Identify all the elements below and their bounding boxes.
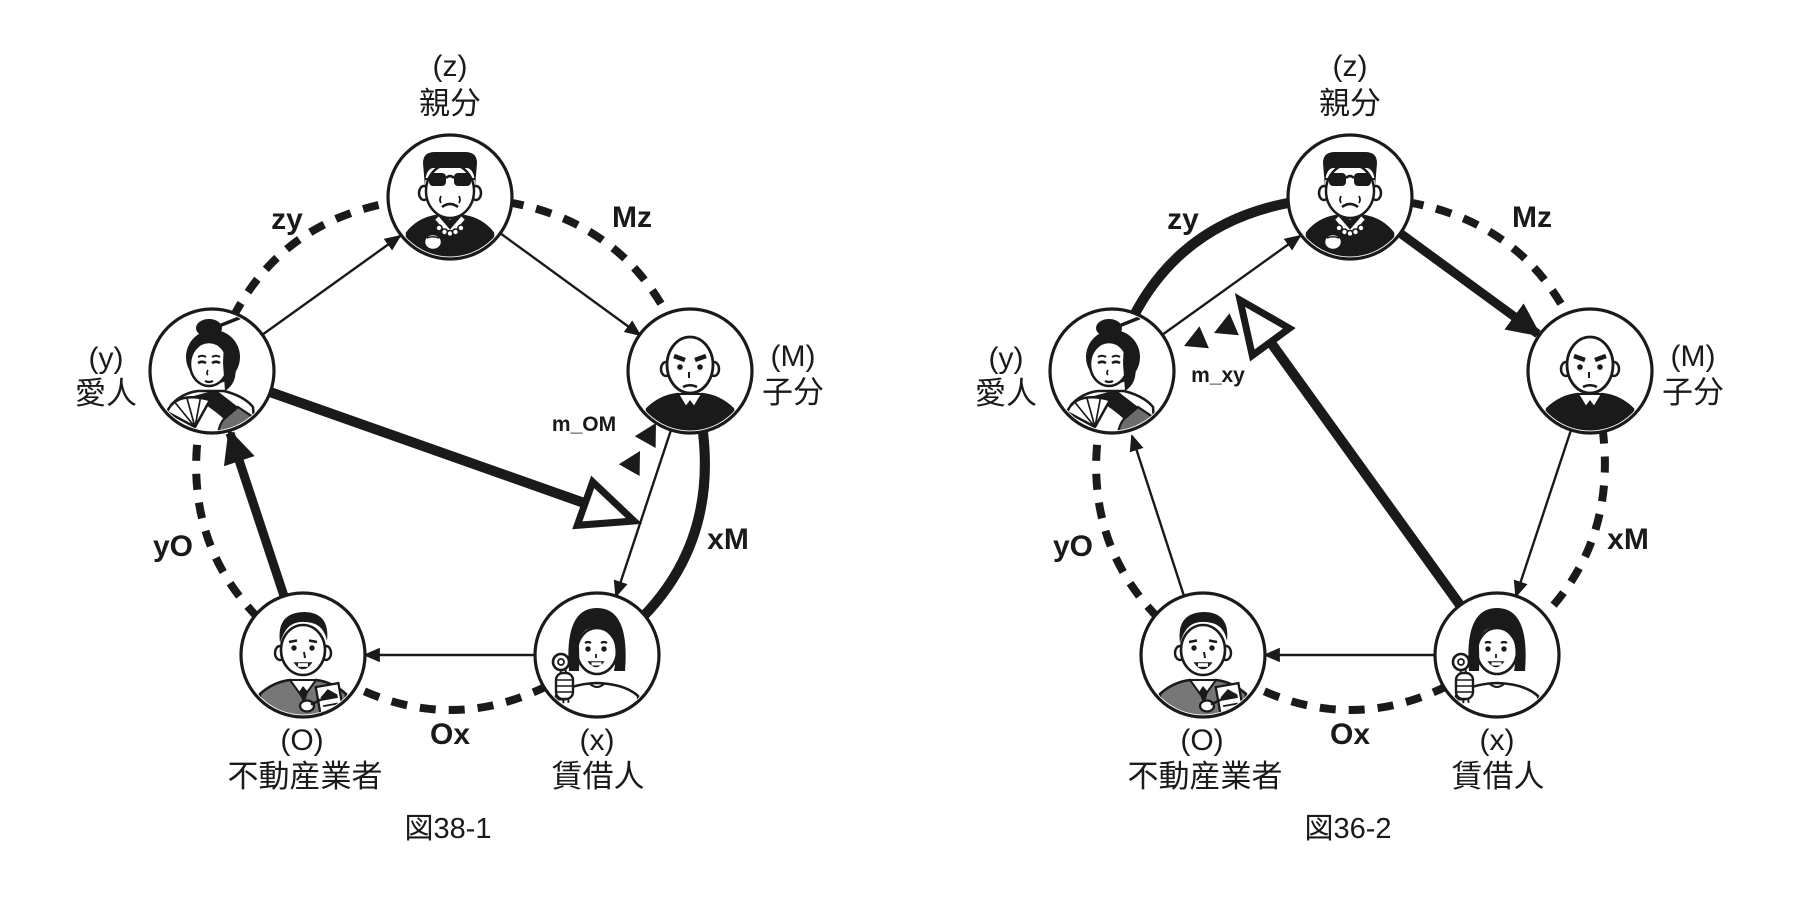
fig1-message-label: m_OM xyxy=(552,413,616,436)
fig1-node-O-code: (O) xyxy=(280,724,323,757)
fig2-node-y-code: (y) xyxy=(989,342,1024,375)
figure-1: (z) 親分 (y) 愛人 (M) 子分 (O) 不動産業者 (x) 賃借人 z… xyxy=(75,50,824,845)
fig2-node-x-code: (x) xyxy=(1480,724,1515,757)
fig2-arrow-O-to-y xyxy=(1129,434,1186,597)
fig1-node-M xyxy=(626,307,754,433)
fig1-label-Mz: Mz xyxy=(612,201,652,234)
fig1-open-arrowhead-icon xyxy=(572,475,643,530)
fig2-node-z-name: 親分 xyxy=(1319,86,1381,121)
fig2-node-z xyxy=(1286,133,1414,259)
fig1-node-O-name: 不動産業者 xyxy=(228,759,383,794)
fig1-label-Ox: Ox xyxy=(430,718,470,751)
fig1-node-O xyxy=(239,591,367,719)
fig2-open-arrow-shaft xyxy=(1264,337,1465,608)
fig1-node-y-name: 愛人 xyxy=(75,376,137,411)
fig2-arrow-M-to-x xyxy=(1513,429,1573,598)
fig2-node-M-name: 子分 xyxy=(1662,375,1724,410)
fig1-node-x-name: 賃借人 xyxy=(552,759,645,794)
figure-2: (z) 親分 (y) 愛人 (M) 子分 (O) 不動産業者 (x) 賃借人 z… xyxy=(975,50,1724,845)
fig2-message-label: m_xy xyxy=(1191,364,1245,387)
fig1-label-zy: zy xyxy=(271,203,303,236)
fig2-node-O-name: 不動産業者 xyxy=(1128,759,1283,794)
fig1-arrow-M-to-x xyxy=(613,429,673,598)
fig1-node-M-code: (M) xyxy=(771,340,816,373)
fig1-node-x xyxy=(533,591,661,717)
fig1-arrow-y-to-z xyxy=(261,234,402,336)
fig2-label-xM: xM xyxy=(1607,523,1649,556)
fig2-node-x xyxy=(1433,591,1561,717)
fig2-node-M-code: (M) xyxy=(1671,340,1716,373)
fig1-arrow-z-to-M xyxy=(499,232,642,337)
fig1-node-M-name: 子分 xyxy=(762,375,824,410)
fig1-thick-arrow-O-to-y xyxy=(223,428,289,598)
fig2-message-arrow xyxy=(1184,313,1239,349)
fig2-node-O-code: (O) xyxy=(1180,724,1223,757)
fig1-open-arrow-shaft xyxy=(268,387,589,509)
fig1-caption: 図38-1 xyxy=(404,813,491,845)
fig2-label-Ox: Ox xyxy=(1330,718,1370,751)
fig1-node-y xyxy=(148,307,276,433)
fig2-label-zy: zy xyxy=(1167,203,1199,236)
fig2-label-yO: yO xyxy=(1053,530,1093,563)
fig1-node-z-code: (z) xyxy=(433,50,468,83)
fig2-node-y xyxy=(1048,307,1176,433)
fig2-label-Mz: Mz xyxy=(1512,201,1552,234)
fig2-arrow-y-to-z xyxy=(1161,234,1302,336)
fig2-node-z-code: (z) xyxy=(1333,50,1368,83)
fig2-node-O xyxy=(1139,591,1267,719)
fig2-thick-arrow-z-to-M xyxy=(1397,229,1542,338)
fig2-caption: 図36-2 xyxy=(1304,813,1391,845)
fig1-label-yO: yO xyxy=(153,530,193,563)
fig2-node-M xyxy=(1526,307,1654,433)
fig1-node-z-name: 親分 xyxy=(419,86,481,121)
fig1-message-arrow xyxy=(618,423,656,476)
fig1-node-z xyxy=(386,133,514,259)
fig2-node-x-name: 賃借人 xyxy=(1452,759,1545,794)
fig1-label-xM: xM xyxy=(707,523,749,556)
fig2-open-arrowhead-icon xyxy=(1234,293,1296,362)
fig1-node-y-code: (y) xyxy=(89,342,124,375)
fig1-node-x-code: (x) xyxy=(580,724,615,757)
fig2-node-y-name: 愛人 xyxy=(975,376,1037,411)
